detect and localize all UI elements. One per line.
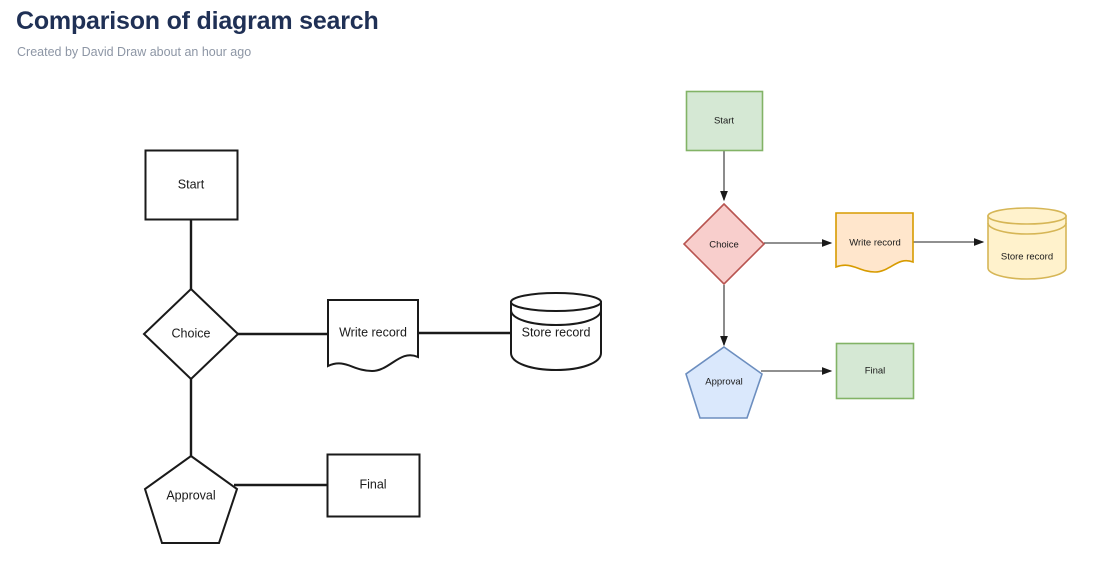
node-write-record-label: Write record xyxy=(849,238,901,249)
node-write-record-shape[interactable] xyxy=(835,212,914,273)
node-choice-label: Choice xyxy=(172,326,211,340)
node-approval[interactable]: Approval xyxy=(143,454,239,544)
node-final[interactable]: Final xyxy=(326,453,421,518)
node-start-shape[interactable] xyxy=(685,90,764,152)
left-diagram[interactable]: Start Choice Write record Store record xyxy=(142,149,602,544)
node-choice[interactable]: Choice xyxy=(682,202,766,286)
right-diagram-connectors xyxy=(720,150,985,375)
node-final-label: Final xyxy=(865,366,886,377)
node-write-record-label: Write record xyxy=(339,325,407,339)
node-store-record[interactable]: Store record xyxy=(987,207,1067,280)
page-title: Comparison of diagram search xyxy=(16,7,379,35)
node-choice-shape[interactable] xyxy=(142,287,240,381)
node-write-record-shape[interactable] xyxy=(327,299,419,373)
node-choice-shape[interactable] xyxy=(682,202,766,286)
node-start[interactable]: Start xyxy=(144,149,239,221)
page-subtitle-created-by: Created by David Draw about an hour ago xyxy=(17,45,252,59)
node-store-record-body[interactable] xyxy=(510,301,602,372)
node-start[interactable]: Start xyxy=(685,90,764,152)
node-start-shape[interactable] xyxy=(144,149,239,221)
node-store-record[interactable]: Store record xyxy=(510,292,602,372)
node-approval-shape[interactable] xyxy=(685,346,763,419)
node-start-label: Start xyxy=(178,177,205,191)
right-diagram[interactable]: Start Choice Write record Store record xyxy=(682,90,1067,419)
node-write-record[interactable]: Write record xyxy=(835,212,914,273)
node-store-record-label: Store record xyxy=(522,325,591,339)
node-store-record-label: Store record xyxy=(1001,252,1053,263)
node-store-record-rim-line xyxy=(510,309,602,327)
node-start-label: Start xyxy=(714,116,734,127)
node-final-shape[interactable] xyxy=(326,453,421,518)
node-store-record-body[interactable] xyxy=(987,215,1067,280)
node-final-label: Final xyxy=(359,477,386,491)
node-store-record-top xyxy=(510,292,602,312)
node-approval-label: Approval xyxy=(166,488,215,502)
node-approval[interactable]: Approval xyxy=(685,346,763,419)
node-store-record-top xyxy=(987,207,1067,225)
node-final-shape[interactable] xyxy=(835,342,915,400)
node-approval-shape[interactable] xyxy=(143,454,239,544)
left-diagram-connectors xyxy=(189,219,511,487)
node-final[interactable]: Final xyxy=(835,342,915,400)
node-store-record-rim-line xyxy=(987,222,1067,235)
node-choice[interactable]: Choice xyxy=(142,287,240,381)
node-approval-label: Approval xyxy=(705,377,743,388)
node-choice-label: Choice xyxy=(709,240,739,251)
node-write-record[interactable]: Write record xyxy=(327,299,419,373)
